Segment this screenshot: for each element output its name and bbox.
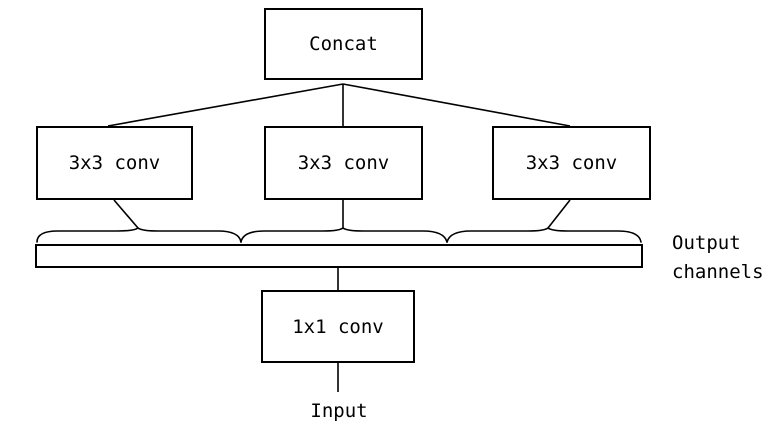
edge-branch3-to-concat — [342, 83, 571, 127]
concat-label: Concat — [309, 33, 378, 55]
branch-conv-label-3: 3x3 conv — [526, 152, 618, 174]
input-label: Input — [310, 400, 367, 422]
branch-conv-label-2: 3x3 conv — [298, 152, 390, 174]
branch-conv-label-1: 3x3 conv — [69, 152, 161, 174]
output-channels-bar — [35, 244, 643, 268]
edge-branch1-to-brace — [113, 199, 139, 229]
pointwise-conv-label: 1x1 conv — [292, 316, 384, 338]
branch-conv-node-1: 3x3 conv — [36, 126, 193, 200]
channel-group-brace-3 — [446, 227, 642, 243]
concat-node: Concat — [264, 8, 423, 80]
output-label: Output — [672, 232, 741, 254]
branch-conv-node-2: 3x3 conv — [264, 126, 423, 200]
channels-label: channels — [672, 261, 764, 283]
channel-group-brace-1 — [36, 227, 242, 243]
edge-branch3-to-brace — [547, 199, 571, 229]
pointwise-conv-node: 1x1 conv — [261, 290, 415, 363]
channel-group-brace-2 — [240, 227, 448, 243]
branch-conv-node-3: 3x3 conv — [492, 126, 651, 200]
edge-branch1-to-concat — [107, 83, 344, 127]
